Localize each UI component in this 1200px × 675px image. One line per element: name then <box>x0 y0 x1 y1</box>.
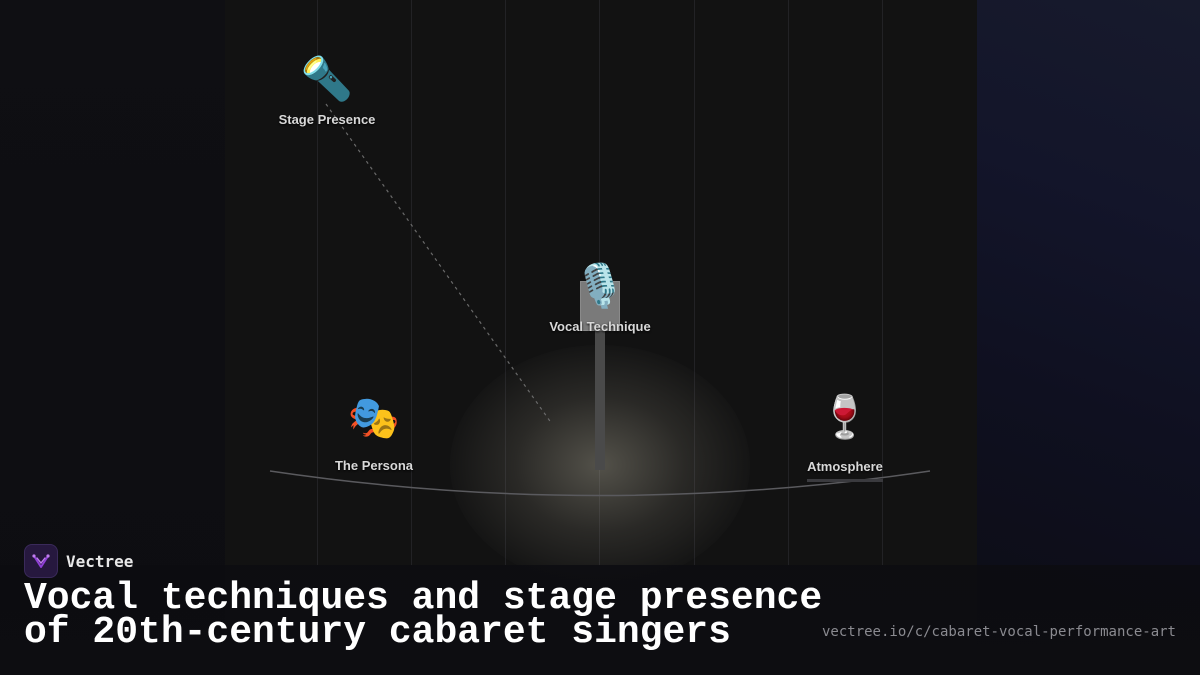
mic-head <box>580 281 620 331</box>
brand[interactable]: Vectree <box>24 544 133 578</box>
node-the-persona[interactable]: 🎭 The Persona <box>320 393 428 473</box>
node-atmosphere[interactable]: 🍷 Atmosphere <box>795 392 895 474</box>
curtain-fold <box>882 0 883 565</box>
flashlight-icon: 🔦 <box>300 54 354 103</box>
brand-name: Vectree <box>66 551 134 571</box>
title-line-1: Vocal techniques and stage presence <box>24 577 823 620</box>
node-label: Vocal Technique <box>549 319 651 334</box>
curtain-fold <box>317 0 318 565</box>
right-wall <box>977 0 1200 675</box>
node-label: Stage Presence <box>278 112 376 127</box>
curtain-fold <box>505 0 506 565</box>
spotlight-beam-line <box>325 103 553 425</box>
stage-edge-curve <box>269 470 931 497</box>
wine-glass-icon: 🍷 <box>818 392 872 441</box>
node-stage-presence[interactable]: 🔦 Stage Presence <box>266 54 388 127</box>
page-title: Vocal techniques and stage presence of 2… <box>24 580 824 652</box>
node-underline <box>807 479 883 482</box>
mic-stand <box>595 330 605 470</box>
logo-mark <box>32 554 50 568</box>
title-line-2: of 20th-century cabaret singers <box>24 611 731 654</box>
node-label: Atmosphere <box>807 459 883 474</box>
curtain-fold <box>694 0 695 565</box>
curtain-fold <box>411 0 412 565</box>
node-vocal-technique[interactable]: 🎙️ Vocal Technique <box>538 261 662 334</box>
footer-band <box>0 565 1200 675</box>
vectree-logo-icon <box>24 544 58 578</box>
curtain-fold <box>788 0 789 565</box>
theater-masks-icon: 🎭 <box>347 393 401 442</box>
node-label: The Persona <box>334 458 414 473</box>
microphone-icon: 🎙️ <box>573 261 627 310</box>
page-url[interactable]: vectree.io/c/cabaret-vocal-performance-a… <box>821 624 1176 640</box>
